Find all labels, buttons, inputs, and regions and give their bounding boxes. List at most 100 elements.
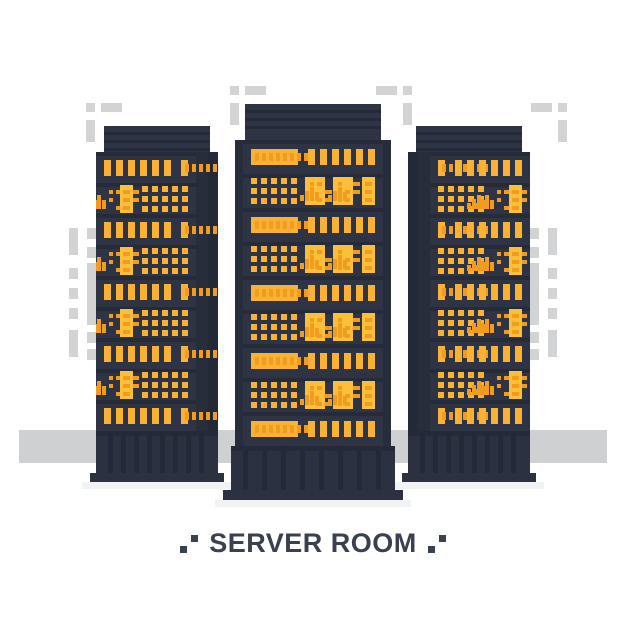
led-strip bbox=[438, 284, 495, 300]
data-panel-row bbox=[109, 252, 113, 256]
rack-unit-panel-grid bbox=[243, 242, 383, 276]
rack-unit-led-strip bbox=[243, 412, 383, 446]
rack-unit-separator bbox=[96, 183, 196, 187]
data-panel bbox=[300, 313, 332, 341]
narrow-panel-row bbox=[365, 198, 372, 202]
led-grid-cell bbox=[291, 402, 297, 408]
data-panel-row bbox=[132, 314, 139, 318]
led-grid-cell bbox=[468, 382, 474, 388]
rack-base-vent-slat bbox=[446, 431, 451, 473]
led-grid-cell bbox=[458, 196, 464, 202]
rack-base-vent-slat bbox=[134, 431, 139, 473]
rack-unit-panel-grid bbox=[96, 245, 196, 276]
data-panel-row bbox=[132, 384, 139, 388]
led-grid-cell bbox=[152, 372, 158, 378]
led-bar bbox=[491, 222, 498, 238]
led-strip-light bbox=[484, 226, 488, 234]
rack-unit-separator bbox=[96, 369, 196, 373]
led-bar bbox=[320, 285, 327, 301]
rack-unit-panel-grid bbox=[430, 245, 530, 276]
data-panel-bar bbox=[472, 199, 476, 209]
data-panel-row bbox=[353, 182, 360, 186]
led-bar bbox=[308, 285, 315, 301]
led-strip-light bbox=[192, 350, 196, 358]
led-bar bbox=[455, 408, 462, 424]
led-bar bbox=[152, 284, 159, 300]
rack-unit-led-strip bbox=[430, 152, 530, 183]
led-strip-light bbox=[484, 412, 488, 420]
led-grid-cell bbox=[291, 188, 297, 194]
led-grid-cell bbox=[448, 268, 454, 274]
data-panel-bar bbox=[477, 195, 481, 209]
led-grid-cell bbox=[162, 320, 168, 326]
led-strip-light bbox=[463, 226, 467, 234]
rack-unit-separator bbox=[96, 276, 196, 280]
led-bar bbox=[116, 160, 123, 176]
data-panel-bar bbox=[310, 391, 314, 405]
data-panel-bar bbox=[472, 323, 476, 333]
led-grid-cell bbox=[152, 330, 158, 336]
led-grid-cell bbox=[291, 198, 297, 204]
led-strip-light bbox=[442, 288, 446, 296]
led-strip-light bbox=[484, 164, 488, 172]
led-strip bbox=[438, 346, 495, 362]
rack-unit-separator bbox=[243, 174, 383, 178]
data-panel-bar bbox=[338, 187, 342, 201]
led-grid-cell bbox=[291, 256, 297, 262]
led-grid-cell bbox=[251, 382, 257, 388]
rack-base-vent-slat bbox=[121, 431, 126, 473]
narrow-panel-row bbox=[123, 376, 130, 380]
data-panel-row bbox=[353, 250, 360, 254]
rack-body bbox=[408, 152, 530, 431]
led-strip-light bbox=[297, 357, 301, 365]
data-panel-bar bbox=[305, 259, 309, 269]
rack-plinth bbox=[223, 490, 403, 500]
rack-unit-led-strip bbox=[96, 400, 217, 431]
led-grid-cell bbox=[271, 266, 277, 272]
led-strip bbox=[181, 346, 217, 362]
data-panel-row bbox=[317, 386, 322, 390]
rack-unit-separator bbox=[243, 344, 383, 348]
led-bar bbox=[164, 160, 171, 176]
led-grid-cell bbox=[271, 198, 277, 204]
led-grid-cell bbox=[468, 330, 474, 336]
led-strip-light bbox=[484, 350, 488, 358]
data-panel-row bbox=[310, 318, 314, 322]
led-grid-cell bbox=[448, 320, 454, 326]
data-panel-bar bbox=[305, 327, 309, 337]
led-grid-cell bbox=[261, 314, 267, 320]
led-grid-cell bbox=[271, 382, 277, 388]
narrow-panel-row bbox=[512, 384, 519, 388]
led-strip-light bbox=[442, 164, 446, 172]
rack-top-cap bbox=[104, 126, 210, 152]
led-strip-light bbox=[206, 412, 210, 420]
narrow-panel-row bbox=[365, 402, 372, 406]
led-grid-cell bbox=[142, 330, 148, 336]
data-panel bbox=[300, 177, 332, 205]
led-bar bbox=[479, 160, 486, 176]
rack-base-vent-slat bbox=[199, 431, 204, 473]
led-grid-cell bbox=[251, 324, 257, 330]
led-bar bbox=[344, 149, 351, 165]
led-grid-cell bbox=[162, 258, 168, 264]
data-panel-bar bbox=[102, 324, 106, 333]
data-panel-row bbox=[317, 318, 322, 322]
data-panel-bar bbox=[300, 263, 304, 269]
rack-unit-separator bbox=[96, 307, 196, 311]
data-panel-row bbox=[520, 198, 527, 202]
narrow-panel-row bbox=[123, 314, 130, 318]
led-grid-cell bbox=[438, 310, 444, 316]
led-strip-light bbox=[206, 350, 210, 358]
data-panel-bar bbox=[490, 324, 494, 333]
led-grid-cell bbox=[182, 206, 188, 212]
led-strip-light bbox=[449, 164, 453, 172]
data-panel-bar bbox=[328, 195, 332, 201]
rack-base bbox=[408, 431, 530, 473]
rack-base-vent-slat bbox=[160, 431, 165, 473]
led-grid-cell bbox=[182, 392, 188, 398]
data-panel-bar bbox=[305, 395, 309, 405]
led-bar bbox=[116, 346, 123, 362]
led-grid-cell bbox=[271, 392, 277, 398]
narrow-panel-row bbox=[123, 252, 130, 256]
data-panel-row bbox=[353, 394, 360, 398]
